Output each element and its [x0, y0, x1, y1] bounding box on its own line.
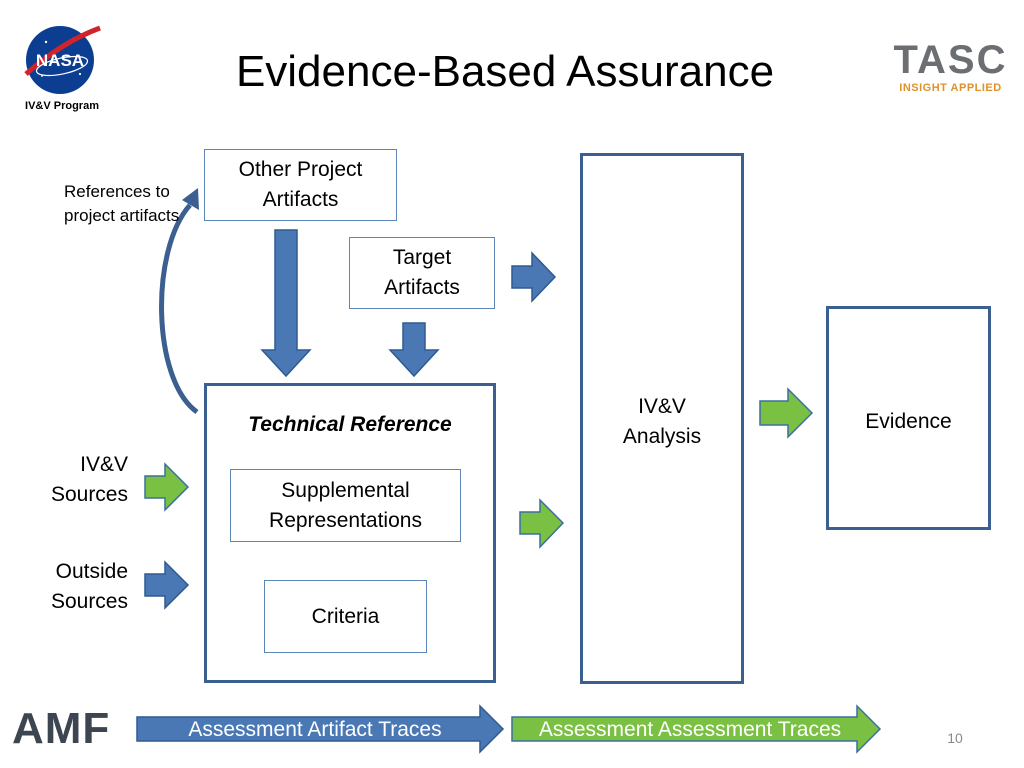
tasc-logo-tagline: INSIGHT APPLIED — [899, 82, 1002, 94]
references-to-project-artifacts-label: References to project artifacts — [64, 182, 180, 225]
ivv-sources-label: IV&V Sources — [50, 453, 128, 506]
other-project-artifacts-label: Other Project Artifacts — [238, 158, 363, 211]
nasa-logo: NASA — [22, 22, 102, 98]
blue-arrow-outside-sources — [144, 560, 190, 610]
other-project-artifacts-box: Other Project Artifacts — [204, 149, 397, 221]
outside-sources-label: Outside Sources — [50, 560, 128, 613]
svg-text:NASA: NASA — [36, 51, 84, 70]
target-artifacts-box: Target Artifacts — [349, 237, 495, 309]
criteria-box: Criteria — [264, 580, 427, 653]
down-arrow-target-artifacts — [388, 322, 440, 378]
ivv-analysis-label: IV&V Analysis — [622, 395, 702, 448]
slide-title: Evidence-Based Assurance — [235, 47, 775, 96]
target-artifacts-label: Target Artifacts — [384, 246, 460, 299]
supplemental-representations-box: Supplemental Representations — [230, 469, 461, 542]
ivv-analysis-box: IV&V Analysis — [580, 153, 744, 684]
green-arrow-analysis-to-evidence — [759, 387, 814, 439]
reference-curve-arrowhead — [182, 188, 199, 210]
right-arrow-target-to-analysis — [511, 251, 557, 303]
nasa-logo-caption: IV&V Program — [25, 100, 99, 112]
reference-curve-arrow — [159, 203, 199, 415]
assessment-artifact-traces-label: Assessment Artifact Traces — [188, 718, 442, 741]
tasc-logo: TASC INSIGHT APPLIED — [893, 40, 1008, 94]
green-arrow-ivv-sources — [144, 462, 190, 512]
green-arrow-techref-to-analysis — [519, 498, 565, 549]
assessment-artifact-traces-arrow — [136, 704, 505, 754]
assessment-assessment-traces-label: Assessment Assessment Traces — [538, 718, 842, 741]
assessment-assessment-traces-arrow — [511, 704, 882, 754]
page-number: 10 — [947, 730, 963, 746]
down-arrow-other-artifacts — [260, 229, 312, 378]
nasa-meatball-icon: NASA — [24, 25, 101, 94]
amf-logo: AMF — [12, 704, 111, 753]
evidence-box: Evidence — [826, 306, 991, 530]
criteria-label: Criteria — [311, 604, 380, 628]
tasc-logo-name: TASC — [893, 38, 1008, 82]
evidence-label: Evidence — [865, 410, 952, 433]
supplemental-representations-label: Supplemental Representations — [269, 478, 422, 532]
technical-reference-label: Technical Reference — [248, 413, 452, 436]
